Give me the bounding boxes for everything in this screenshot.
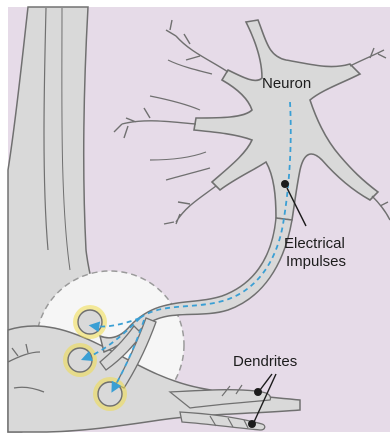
- label-neuron: Neuron: [262, 75, 311, 92]
- synapse-terminal-2: [63, 343, 97, 377]
- label-dendrites: Dendrites: [233, 353, 297, 370]
- label-electrical: Electrical: [284, 235, 345, 252]
- label-impulses: Impulses: [286, 253, 346, 270]
- synapse-terminal-3: [93, 377, 127, 411]
- impulse-callout-dot: [281, 180, 289, 188]
- synapse-terminal-1: [73, 305, 107, 339]
